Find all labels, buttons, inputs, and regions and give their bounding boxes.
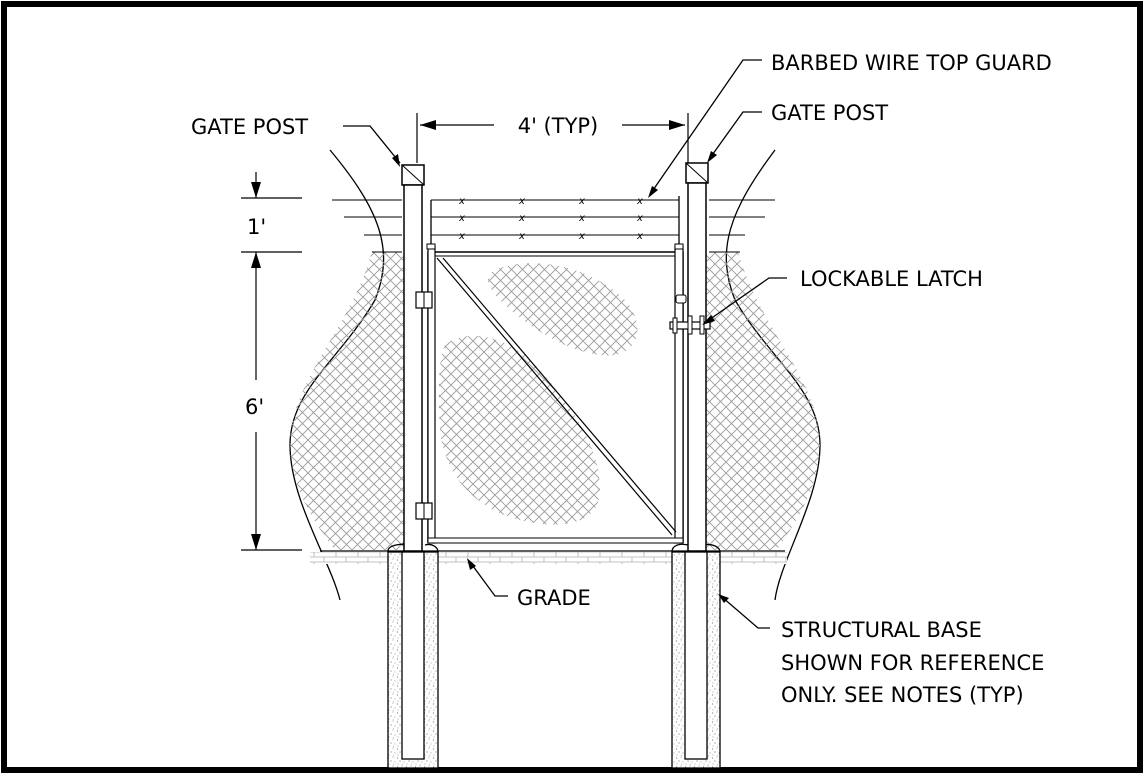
- gate-frame: [427, 196, 684, 544]
- gate-post-left-label: GATE POST: [191, 115, 308, 139]
- svg-text:x: x: [578, 196, 585, 207]
- svg-text:x: x: [636, 213, 643, 224]
- svg-text:x: x: [578, 213, 585, 224]
- height-dimensions: [241, 172, 302, 551]
- grade-label: GRADE: [517, 586, 591, 610]
- right-gate-post: [685, 162, 709, 552]
- right-fence-mesh: [705, 252, 820, 550]
- svg-text:x: x: [458, 213, 465, 224]
- svg-text:x: x: [518, 196, 525, 207]
- gate-mesh-lower: [438, 335, 600, 525]
- structural-base-label-line2: SHOWN FOR REFERENCE: [781, 651, 1044, 675]
- fence-height-label: 6': [245, 395, 264, 419]
- gate-mesh-upper: [488, 263, 638, 356]
- svg-text:x: x: [636, 196, 643, 207]
- svg-text:x: x: [458, 231, 465, 242]
- fence-top-wires: [332, 199, 775, 253]
- svg-text:x: x: [518, 231, 525, 242]
- svg-text:x: x: [636, 231, 643, 242]
- left-fence-mesh: [290, 252, 410, 550]
- svg-text:x: x: [578, 231, 585, 242]
- svg-text:x: x: [458, 196, 465, 207]
- left-footing: [387, 543, 439, 769]
- gate-hinges: [415, 291, 433, 520]
- right-footing: [671, 543, 721, 769]
- barbed-wire-label: BARBED WIRE TOP GUARD: [771, 51, 1052, 75]
- structural-base-label-line3: ONLY. SEE NOTES (TYP): [781, 683, 1024, 707]
- top-guard-height-label: 1': [247, 215, 266, 239]
- svg-text:x: x: [518, 213, 525, 224]
- grade-strip-left: [310, 552, 405, 564]
- gate-diagonal-brace: [436, 257, 677, 536]
- gate-width-label: 4' (TYP): [518, 114, 599, 138]
- left-gate-post: [401, 164, 425, 552]
- leader-lines: [343, 59, 787, 629]
- gate-post-right-label: GATE POST: [771, 101, 888, 125]
- grade-strip-center: [438, 552, 673, 564]
- grade-strip-right: [712, 552, 787, 564]
- width-dimension: [416, 113, 689, 163]
- lockable-latch-label: LOCKABLE LATCH: [800, 267, 983, 291]
- structural-base-label-line1: STRUCTURAL BASE: [781, 618, 982, 642]
